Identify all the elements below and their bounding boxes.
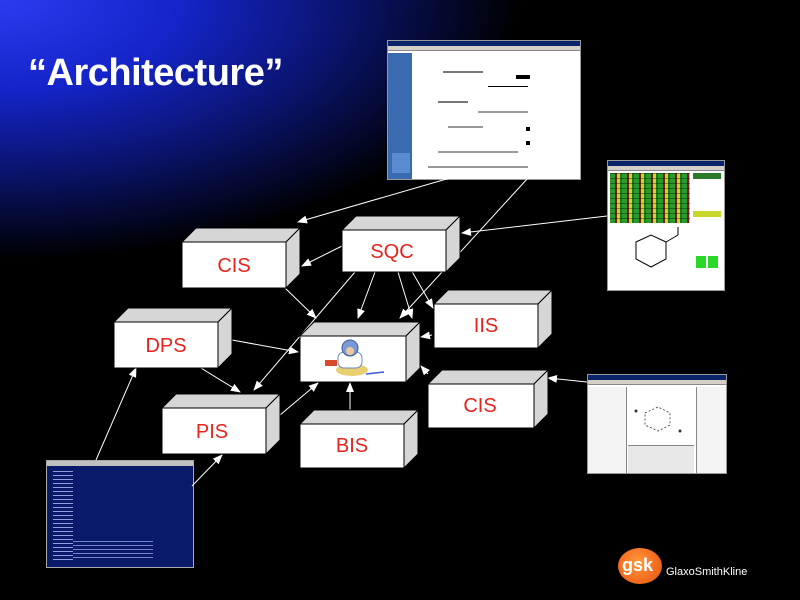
structure-drawing-icon (634, 406, 682, 433)
cis-top-label: CIS (217, 255, 250, 277)
arrow-terminal-to-pis (191, 454, 223, 487)
dps-box: DPS (112, 306, 234, 370)
iis-box: IIS (432, 288, 554, 350)
cis-right-box: CIS (426, 368, 550, 430)
arrow-webform-to-cis (297, 177, 451, 224)
arrow-dps-to-center (231, 339, 299, 355)
arrow-sqc-to-cis (301, 245, 343, 267)
cis-top-box: CIS (180, 226, 302, 290)
sqc-box: SQC (340, 214, 462, 274)
bis-label: BIS (336, 435, 368, 457)
sqc-label: SQC (370, 241, 413, 263)
terminal-screenshot (46, 460, 194, 568)
arrow-terminal-to-dps (95, 367, 137, 461)
arrow-sqc-to-iis (409, 267, 434, 309)
scientist-reading-icon (325, 339, 385, 376)
arrow-iis-to-center (420, 331, 433, 340)
arrow-sqc-to-center-b (397, 271, 414, 319)
arrow-dps-to-pis (195, 364, 241, 393)
plate-screenshot (607, 160, 725, 291)
arrow-webform-to-iis (399, 177, 529, 319)
dps-label: DPS (145, 335, 186, 357)
structure-editor-screenshot (587, 374, 727, 474)
central-system-box (298, 320, 422, 384)
gsk-logo-mark: gsk (618, 548, 662, 584)
arrow-plate-to-sqc (461, 215, 608, 236)
pis-box: PIS (160, 392, 282, 456)
arrow-sqc-to-center-a (357, 271, 376, 319)
gsk-wordmark: GlaxoSmithKline (666, 566, 748, 578)
pis-label: PIS (196, 421, 228, 443)
web-form-screenshot (387, 40, 581, 180)
bis-box: BIS (298, 408, 420, 470)
cis-right-label: CIS (463, 395, 496, 417)
slide-title: “Architecture” (28, 52, 283, 94)
arrow-pis-to-center (279, 382, 319, 416)
iis-label: IIS (474, 315, 498, 337)
arrow-cisright-to-center (420, 365, 430, 376)
arrow-structure-to-cisright (547, 374, 588, 383)
molecule-icon (635, 227, 679, 268)
arrow-cis-to-center (284, 287, 317, 319)
